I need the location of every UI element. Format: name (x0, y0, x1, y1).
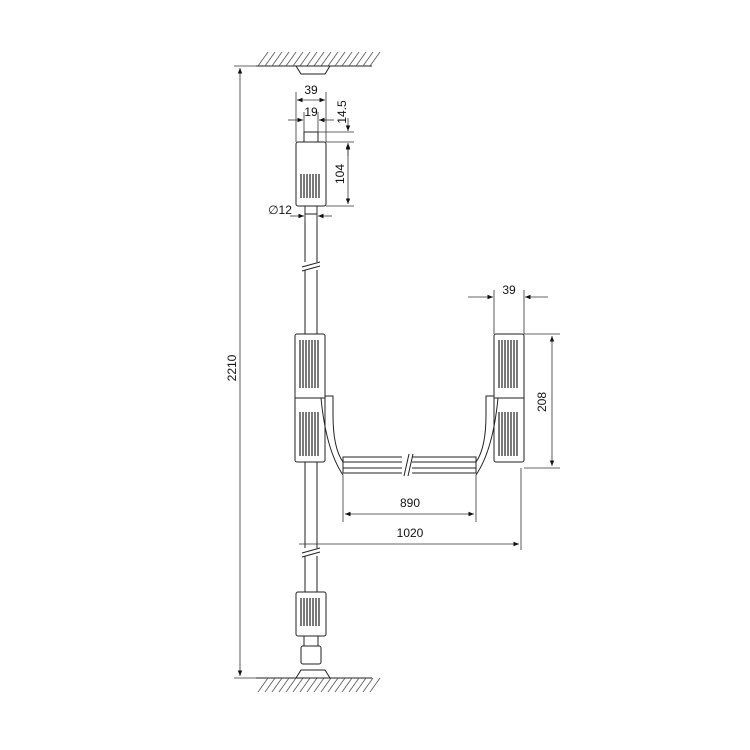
center-lock-case (294, 333, 326, 463)
floor-hatch-line (264, 677, 276, 693)
floor-hatch-line (341, 677, 353, 693)
label-2210: 2210 (225, 354, 239, 381)
label-1020: 1020 (397, 526, 424, 540)
ceiling-hatch-line (271, 51, 283, 67)
label-diameter-12: ∅12 (268, 203, 292, 217)
label-19: 19 (304, 105, 318, 119)
ceiling-hatch-line (257, 51, 269, 67)
label-39-right: 39 (502, 283, 516, 297)
ceiling-hatch-line (355, 51, 367, 67)
ceiling-hatch-line (334, 51, 346, 67)
ceiling-hatch-line (362, 51, 374, 67)
label-890: 890 (400, 496, 420, 510)
ceiling-hatch-line (285, 51, 297, 67)
floor-hatch-line (299, 677, 311, 693)
floor-hatch-line (292, 677, 304, 693)
ceiling-hatch-line (348, 51, 360, 67)
floor-hatch-line (362, 677, 374, 693)
floor-hatch-line (348, 677, 360, 693)
floor-hatch-line (285, 677, 297, 693)
ceiling-hatch-line (292, 51, 304, 67)
ceiling-hatch-line (327, 51, 339, 67)
dimension-top-inner: 19 (288, 105, 334, 132)
floor-hatch-line (369, 677, 381, 693)
floor-hatch-line (355, 677, 367, 693)
dimension-overall-width: 1020 (299, 468, 522, 550)
floor-hatch (256, 669, 381, 693)
ceiling-hatch-line (306, 51, 318, 67)
dimension-right-width: 39 (468, 283, 548, 334)
floor-hatch-line (327, 677, 339, 693)
label-208: 208 (535, 392, 549, 412)
ceiling-hatch-line (278, 51, 290, 67)
dimension-total-height: 2210 (225, 65, 256, 679)
dimension-bar-length: 890 (342, 475, 477, 522)
floor-hatch-line (306, 677, 318, 693)
bottom-latch-assembly (295, 591, 327, 665)
floor-hatch-line (334, 677, 346, 693)
label-14-5: 14.5 (335, 100, 349, 124)
top-latch-assembly (295, 131, 327, 215)
dimension-right-height: 208 (524, 333, 560, 469)
ceiling-hatch-line (341, 51, 353, 67)
ceiling-hatch-line (369, 51, 381, 67)
push-bar (320, 395, 499, 477)
floor-hatch-line (278, 677, 290, 693)
ceiling-hatch (256, 51, 381, 75)
label-104: 104 (333, 164, 347, 184)
vertical-rod (301, 214, 321, 592)
ceiling-hatch-line (320, 51, 332, 67)
ceiling-hatch-line (264, 51, 276, 67)
dimension-top-width: 39 (295, 83, 327, 142)
label-39-top: 39 (304, 83, 318, 97)
dimension-rod-diameter: ∅12 (268, 203, 332, 222)
ceiling-hatch-line (313, 51, 325, 67)
ceiling-hatch-line (299, 51, 311, 67)
floor-hatch-line (313, 677, 325, 693)
floor-hatch-line (320, 677, 332, 693)
floor-hatch-line (257, 677, 269, 693)
floor-hatch-line (271, 677, 283, 693)
dimension-top-body: 104 (326, 144, 354, 207)
right-end-case (493, 333, 525, 463)
